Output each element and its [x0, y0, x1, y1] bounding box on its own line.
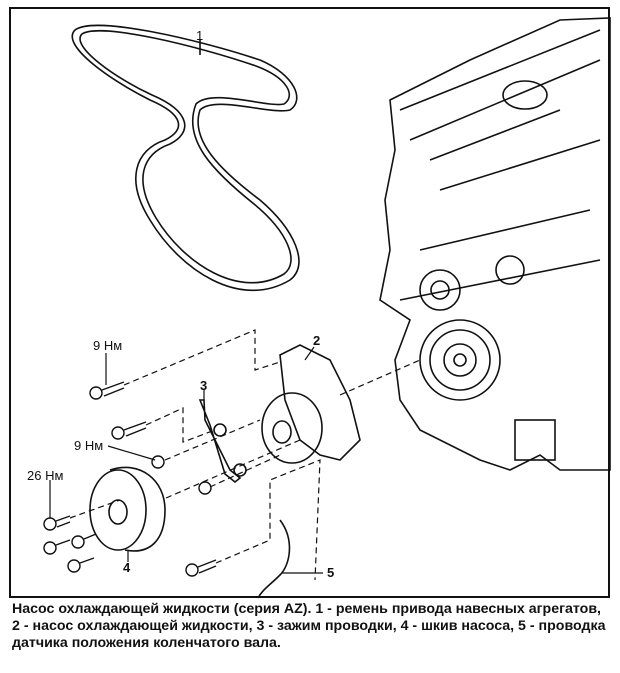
- leader-lines: [49, 346, 323, 574]
- sensor-wiring: [257, 519, 291, 599]
- label-clamp: 3: [200, 378, 208, 393]
- engine-block: [379, 17, 611, 471]
- engine-water-pump-diagram: [43, 17, 611, 599]
- torque-label-nut: 9 Нм: [74, 438, 104, 453]
- pump-pulley: [89, 466, 166, 552]
- label-wiring: 5: [327, 565, 335, 580]
- label-pulley: 4: [123, 560, 131, 575]
- wiring-clamp: [198, 399, 247, 484]
- label-belt: 1: [196, 28, 204, 43]
- water-pump: [261, 344, 361, 464]
- assembly-lines: [69, 329, 421, 581]
- bolts: [43, 381, 217, 577]
- figure-caption: Насос охлаждающей жидкости (серия AZ). 1…: [12, 601, 606, 651]
- drive-belt: [71, 24, 300, 292]
- label-pump: 2: [313, 333, 321, 348]
- diagram-frame: [9, 7, 610, 598]
- torque-label-top-bolt: 9 Нм: [93, 338, 123, 353]
- torque-label-pulley-bolt: 26 Нм: [27, 468, 64, 483]
